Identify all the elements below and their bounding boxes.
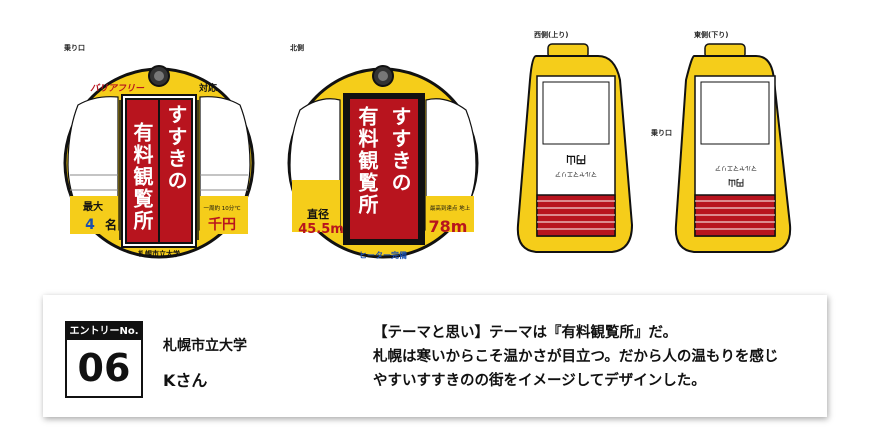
description-line: 【テーマと思い】テーマは『有料観覧所』だ。 — [373, 325, 678, 341]
gondola-east-side: マルヤマエリア 円山 — [674, 43, 792, 253]
heater-label: ヒーター完備 — [359, 250, 407, 260]
entry-university: 札幌市立大学 — [163, 338, 247, 354]
capacity-title: 最大 — [83, 200, 103, 213]
label-entrance-side: 乗り口 — [651, 129, 672, 137]
description-line: やすいすすきのの街をイメージしてデザインした。 — [373, 373, 706, 389]
capacity-unit: 名 — [105, 217, 117, 232]
sign-line2-v2: 有料観覧所 — [355, 105, 379, 216]
sapporo-uni-mark: 札幌市立大学 — [137, 249, 180, 258]
logo-text-west: 円山 — [566, 153, 586, 166]
barrier-free-label: バリアフリー — [90, 83, 145, 94]
gondola-north-view: すすきの 有料観覧所 直径 45.5m 最高到達点 地上 78m ヒーター完備 — [287, 65, 479, 260]
sign-line1-v1: すすきの — [164, 104, 188, 192]
entry-number: 06 — [77, 346, 131, 390]
min-temp: 一周約 10分℃ — [204, 204, 241, 212]
label-west-side: 西側(上り) — [534, 31, 569, 39]
gondola-west-side: 円山 マルヤマエリア — [516, 43, 634, 253]
capacity-value: 4 — [85, 217, 95, 233]
diameter-label: 直径 — [307, 207, 329, 221]
entry-card: エントリーNo. 06 札幌市立大学 Kさん 【テーマと思い】テーマは『有料観覧… — [43, 295, 827, 417]
logo-sub-west: マルヤマエリア — [555, 170, 597, 177]
sign-line2-v1: 有料観覧所 — [130, 121, 154, 232]
description-line: 札幌は寒いからこそ温かさが目立つ。だから人の温もりを感じ — [373, 349, 779, 365]
label-entrance-top: 乗り口 — [64, 44, 85, 52]
height-label: 最高到達点 地上 — [430, 204, 471, 212]
entry-header: エントリーNo. — [67, 323, 141, 340]
diameter-value: 45.5m — [298, 222, 344, 237]
logo-text-east: 円山 — [728, 178, 744, 188]
price: 千円 — [208, 216, 236, 233]
label-east-side: 東側(下り) — [694, 31, 729, 39]
entry-description: 【テーマと思い】テーマは『有料観覧所』だ。 札幌は寒いからこそ温かさが目立つ。だ… — [373, 321, 813, 393]
gondola-entrance-view: 有料観覧所 すすきの バリアフリー 対応 最大 4 名 一周約 10分℃ 千円 … — [63, 65, 255, 259]
height-value: 78m — [429, 217, 468, 236]
sign-line1-v2: すすきの — [388, 106, 412, 194]
entry-number-box: エントリーNo. 06 — [65, 321, 143, 398]
label-north-side: 北側 — [290, 44, 304, 52]
gondola-illustrations: 有料観覧所 すすきの バリアフリー 対応 最大 4 名 一周約 10分℃ 千円 … — [63, 43, 792, 260]
entry-name: Kさん — [163, 371, 208, 390]
logo-sub-east: マルヤマエリア — [715, 164, 757, 171]
taiou-label: 対応 — [198, 82, 217, 94]
